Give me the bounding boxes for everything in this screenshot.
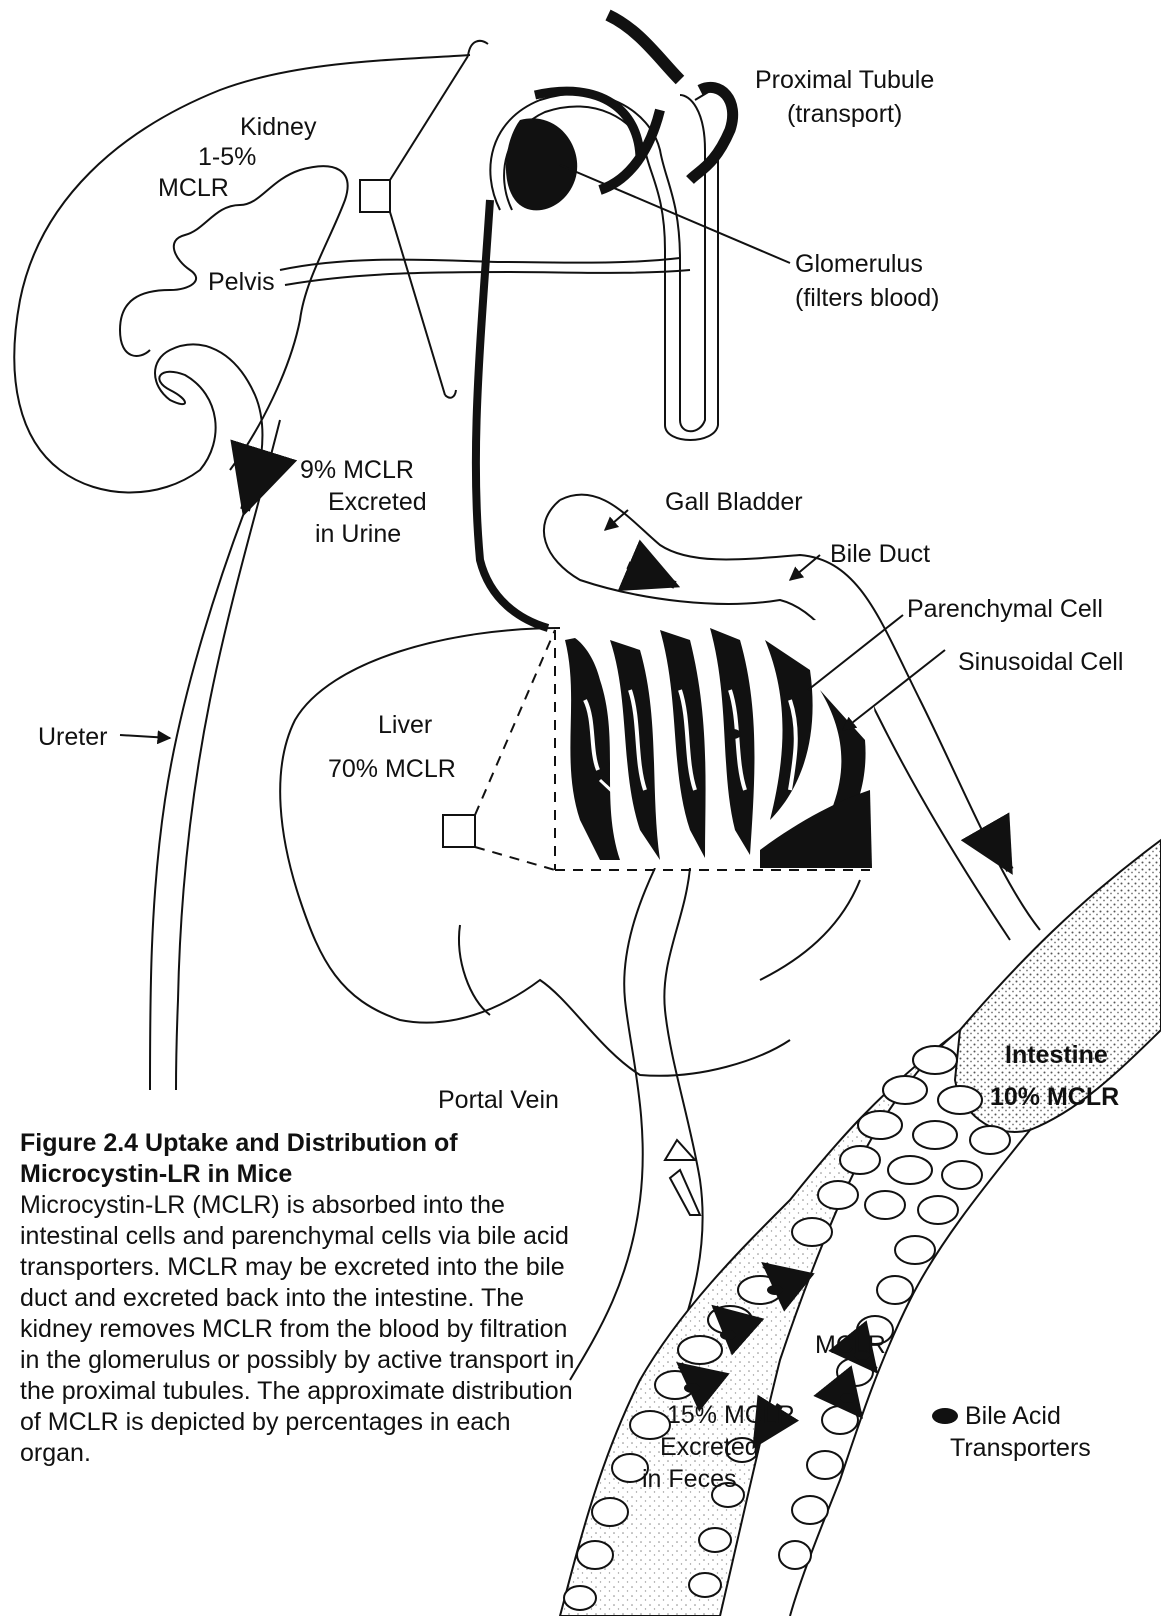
kidney bbox=[14, 41, 718, 1090]
label-urine-2: Excreted bbox=[328, 488, 427, 516]
label-feces-1: 15% MCLR bbox=[667, 1401, 795, 1429]
label-kidney: Kidney bbox=[240, 113, 317, 141]
label-liver: Liver bbox=[378, 711, 432, 739]
label-kidney-mclr: MCLR bbox=[158, 174, 229, 202]
label-glomerulus: Glomerulus bbox=[795, 250, 923, 278]
label-intestine: Intestine bbox=[1005, 1041, 1108, 1069]
label-pelvis: Pelvis bbox=[208, 268, 275, 296]
urine-arrow bbox=[245, 478, 255, 510]
caption-body: Microcystin-LR (MCLR) is absorbed into t… bbox=[20, 1190, 580, 1469]
legend-dot bbox=[932, 1408, 958, 1424]
label-mclr: MCLR bbox=[815, 1331, 886, 1359]
label-bile-duct: Bile Duct bbox=[830, 540, 930, 568]
kidney-inset-box bbox=[360, 180, 390, 212]
label-portal-vein: Portal Vein bbox=[438, 1086, 559, 1114]
caption-title-line2: Microcystin-LR in Mice bbox=[20, 1159, 580, 1190]
label-liver-pct: 70% MCLR bbox=[328, 755, 456, 783]
label-sinusoidal-cell: Sinusoidal Cell bbox=[958, 648, 1123, 676]
label-gall-bladder: Gall Bladder bbox=[665, 488, 803, 516]
label-intestine-pct: 10% MCLR bbox=[990, 1083, 1119, 1111]
renal-artery bbox=[280, 258, 680, 270]
label-proximal-tubule-sub: (transport) bbox=[787, 100, 902, 128]
kidney-inner-edge bbox=[120, 166, 348, 470]
caption-title-line1: Figure 2.4 Uptake and Distribution of bbox=[20, 1128, 580, 1159]
liver-lobe-line bbox=[760, 880, 860, 980]
figure-caption: Figure 2.4 Uptake and Distribution of Mi… bbox=[20, 1128, 580, 1469]
label-transporters: Transporters bbox=[950, 1434, 1091, 1462]
kidney-outline bbox=[14, 55, 470, 1090]
intestine bbox=[560, 840, 1161, 1616]
label-urine-1: 9% MCLR bbox=[300, 456, 414, 484]
label-ureter: Ureter bbox=[38, 723, 107, 751]
liver-lobule bbox=[558, 618, 877, 868]
ureter-outline bbox=[176, 420, 280, 1090]
label-parenchymal-cell: Parenchymal Cell bbox=[907, 595, 1103, 623]
label-kidney-pct: 1-5% bbox=[198, 143, 256, 171]
liver-inset-box bbox=[443, 815, 475, 847]
portal-vein bbox=[570, 868, 655, 1380]
proximal-tubule bbox=[476, 15, 733, 628]
label-bile-acid: Bile Acid bbox=[965, 1402, 1061, 1430]
label-urine-3: in Urine bbox=[315, 520, 401, 548]
label-glomerulus-sub: (filters blood) bbox=[795, 284, 940, 312]
glomerulus bbox=[506, 91, 640, 210]
label-feces-2: Excreted bbox=[660, 1433, 759, 1461]
label-feces-3: in Feces bbox=[642, 1465, 736, 1493]
label-proximal-tubule: Proximal Tubule bbox=[755, 66, 934, 94]
